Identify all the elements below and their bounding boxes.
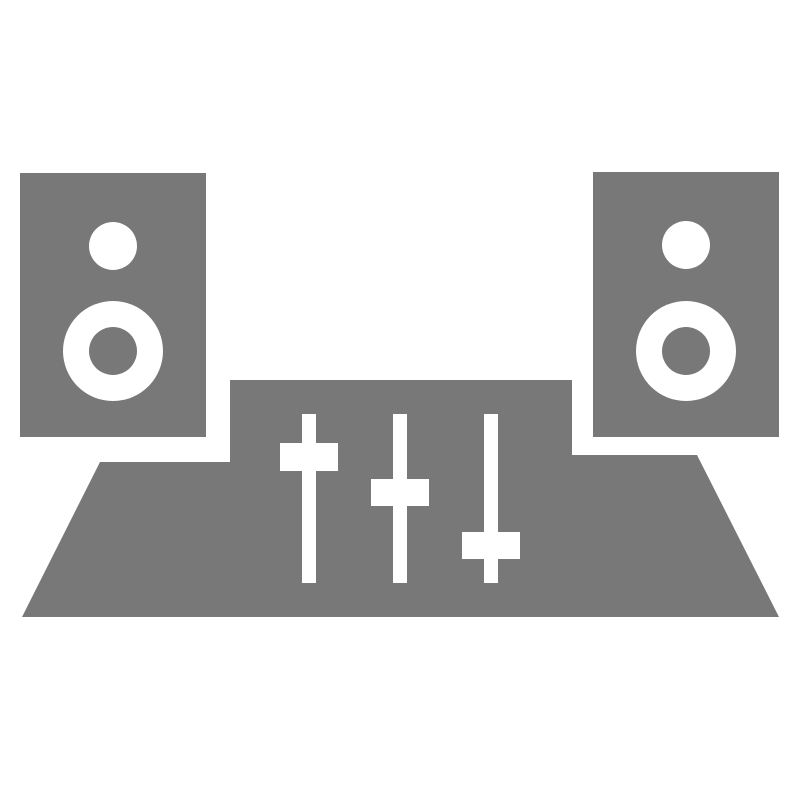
left-speaker-woofer-center xyxy=(89,327,137,375)
left-speaker-tweeter xyxy=(89,222,137,270)
right-speaker-woofer-center xyxy=(662,327,710,375)
right-speaker-tweeter xyxy=(662,221,710,269)
fader-2-icon xyxy=(371,414,429,583)
right-speaker-icon xyxy=(593,172,779,437)
fader-1-icon xyxy=(280,414,338,583)
faders xyxy=(280,414,520,583)
fader-3-icon xyxy=(462,414,520,583)
left-speaker-icon xyxy=(20,173,206,437)
